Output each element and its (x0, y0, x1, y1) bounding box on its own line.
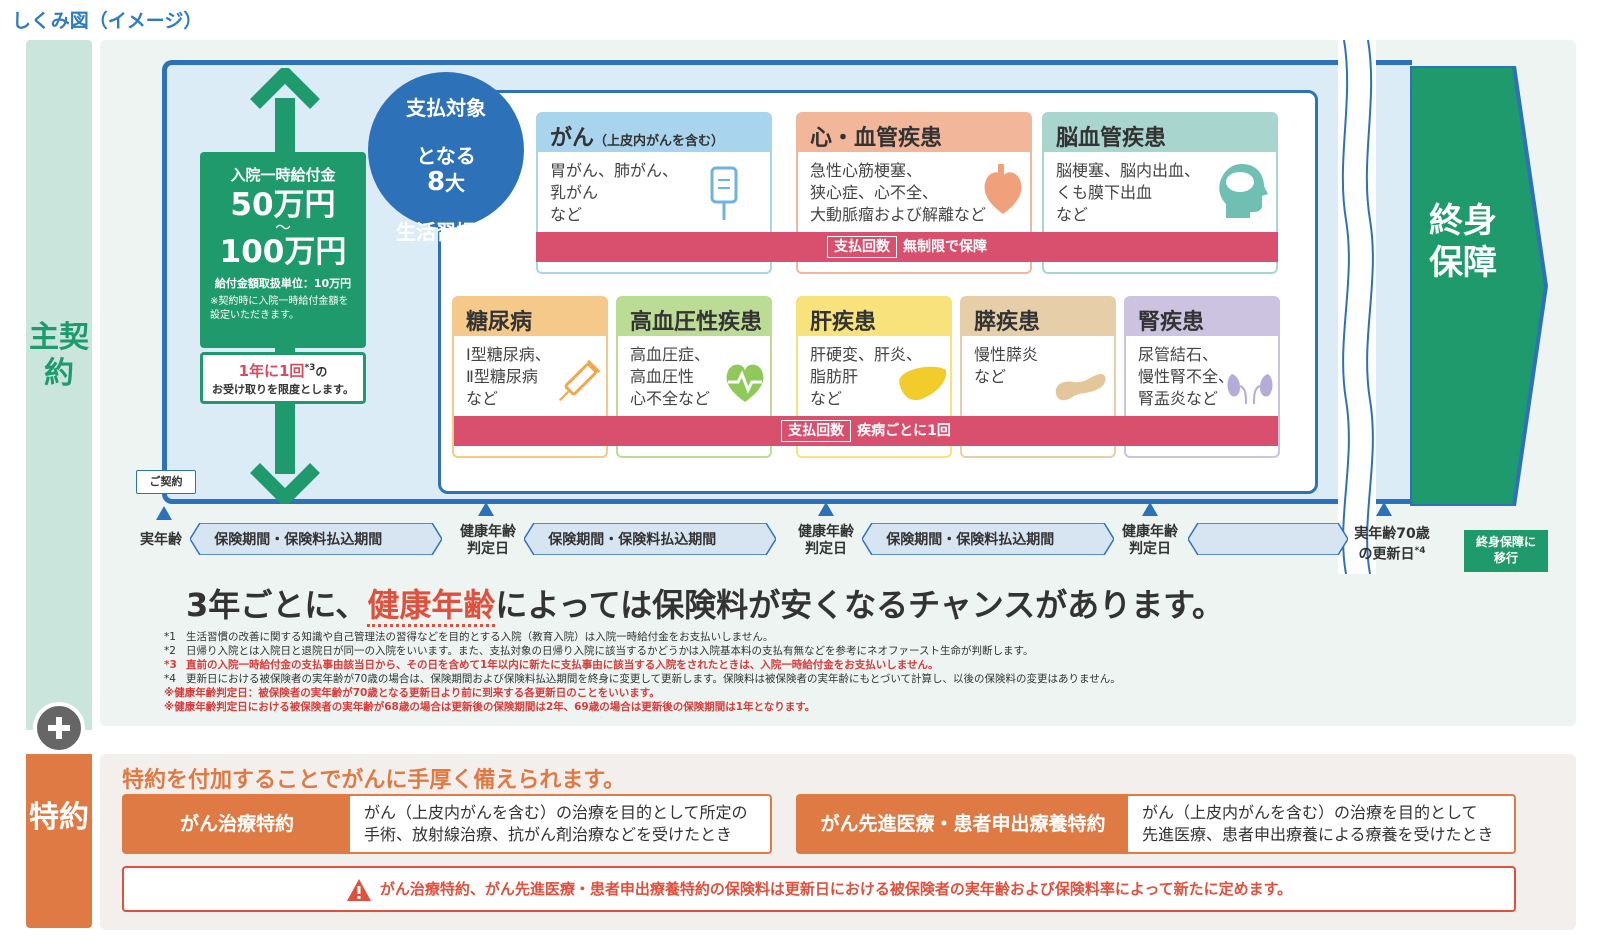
card-liver-body: 肝硬変、肝炎、脂肪肝など (810, 345, 923, 408)
benefit-max: 100万円 (219, 234, 347, 270)
payment-bar-once: 支払回数疾病ごとに1回 (454, 416, 1278, 446)
card-hypertension-title: 高血圧性疾患 (618, 298, 770, 336)
syringe-icon (558, 359, 601, 402)
marker-check-2 (818, 502, 834, 516)
card-diabetes-body: Ⅰ型糖尿病、Ⅱ型糖尿病など (466, 345, 551, 408)
health-age-check-1: 健康年齢判定日 (460, 524, 516, 557)
eight-diseases-circle: 支払対象 となる 8大 生活習慣病 (368, 72, 524, 244)
limit-note: お受け取りを限度とします。 (212, 383, 354, 396)
health-age-check-2: 健康年齢判定日 (798, 524, 854, 557)
rider-cancer-treatment-desc: がん（上皮内がんを含む）の治療を目的として所定の手術、放射線治療、抗がん剤治療な… (364, 803, 748, 844)
card-brain-body: 脳梗塞、脳内出血、くも膜下出血など (1056, 161, 1201, 224)
period-segment-2: 保険期間・保険料払込期間 3年 (524, 523, 776, 555)
main-contract-label: 主契約 (29, 320, 89, 391)
headline-highlight: 健康年齢 (367, 586, 496, 627)
lifetime-arrow (1410, 66, 1549, 506)
move-to-lifetime-box: 終身保障に移行 (1464, 530, 1548, 572)
benefit-label: 入院一時給付金 (230, 166, 336, 184)
pancreas-icon (1055, 374, 1106, 401)
period-segment-1: 保険期間・保険料払込期間 3年 (190, 523, 442, 555)
card-brain-title: 脳血管疾患 (1044, 114, 1276, 152)
rider-advanced-medical-desc: がん（上皮内がんを含む）の治療を目的として先進医療、患者申出療養による療養を受け… (1142, 803, 1494, 844)
plus-icon (33, 702, 85, 754)
period-segment-3: 保険期間・保険料払込期間 3年 (862, 523, 1114, 555)
health-age-check-3: 健康年齢判定日 (1122, 524, 1178, 557)
warning-icon (346, 878, 371, 901)
limit-sup: *3 (304, 363, 316, 373)
main-contract-sidebar (26, 40, 92, 730)
payment-tag-2: 支払回数 (781, 420, 852, 442)
benefit-tilde: ～ (274, 218, 291, 237)
contract-tag: ご契約 (136, 470, 196, 494)
rider-premium-warning: がん治療特約、がん先進医療・患者申出療養特約の保険料は更新日における被保険者の実… (122, 866, 1516, 912)
benefit-min: 50万円 (230, 187, 336, 223)
period-text-2: 保険期間・保険料払込期間 (548, 532, 717, 548)
note-health-age-definition: ※健康年齢判定日：被保険者の実年齢が70歳となる更新日より前に到来する各更新日の… (164, 687, 660, 699)
benefit-unit: 給付金額取扱単位：10万円 (214, 277, 352, 290)
marker-check-1 (478, 502, 494, 516)
rider-label: 特約 (29, 800, 89, 835)
card-diabetes-title: 糖尿病 (454, 298, 606, 336)
iv-bag-icon (710, 166, 738, 220)
timeline-start-label: 実年齢 (140, 532, 182, 548)
card-cancer-title: がん（上皮内がんを含む） (538, 114, 770, 152)
card-pancreas-body: 慢性膵炎など (974, 345, 1039, 386)
note-health-age-period: ※健康年齢判定日における被保険者の実年齢が68歳の場合は更新後の保険期間は2年、… (164, 701, 816, 713)
card-hypertension-body: 高血圧症、高血圧性心不全など (630, 345, 711, 408)
receipt-limit-box: 1年に1回*3の お受け取りを限度とします。 (200, 352, 366, 404)
payment-row1: 無制限で保障 (903, 239, 987, 255)
circle-line1: 支払対象 (406, 96, 486, 120)
payment-tag-1: 支払回数 (827, 236, 897, 258)
rider-advanced-medical: がん先進医療・患者申出療養特約 がん（上皮内がんを含む）の治療を目的として先進医… (796, 794, 1516, 854)
liver-icon (899, 366, 947, 401)
period-text-1: 保険期間・保険料払込期間 (214, 532, 383, 548)
lifetime-label: 終身保障 (1429, 201, 1497, 283)
headline: 3年ごとに、健康年齢によっては保険料が安くなるチャンスがあります。 (186, 580, 1224, 627)
benefit-amount-box: 入院一時給付金 50万円 ～ 100万円 給付金額取扱単位：10万円 ※契約時に… (200, 152, 366, 348)
limit-text: 1年に1回 (238, 362, 305, 380)
kidney-icon (1227, 374, 1273, 405)
period-text-3: 保険期間・保険料払込期間 (886, 532, 1055, 548)
card-kidney-body: 尿管結石、慢性腎不全、腎盂炎など (1138, 345, 1235, 408)
rider-title: 特約を付加することでがんに手厚く備えられます。 (122, 768, 626, 793)
marker-renew-70 (1376, 502, 1392, 516)
limit-tail: の (315, 365, 328, 379)
card-liver-title: 肝疾患 (798, 298, 950, 336)
card-kidney-title: 腎疾患 (1126, 298, 1278, 336)
circle-line4: 生活習慣病 (396, 220, 496, 244)
card-heart-title: 心・血管疾患 (798, 114, 1030, 152)
heartbeat-icon (726, 364, 764, 402)
page-title: しくみ図（イメージ） (12, 10, 203, 32)
circle-line2: となる (416, 144, 476, 168)
rider-cancer-treatment-name: がん治療特約 (124, 796, 350, 852)
heart-icon (984, 164, 1022, 214)
rider-sidebar (26, 754, 92, 928)
card-cancer-body: 胃がん、肺がん、乳がんなど (550, 161, 679, 224)
card-heart-body: 急性心筋梗塞、狭心症、心不全、大動脈瘤および解離など (810, 161, 987, 224)
marker-check-3 (1142, 502, 1158, 516)
brain-head-icon (1219, 164, 1268, 218)
circle-line3: 大 (445, 171, 466, 195)
period-segment-4 (1188, 523, 1348, 555)
card-pancreas-title: 膵疾患 (962, 298, 1114, 336)
payment-row2: 疾病ごとに1回 (857, 423, 951, 439)
rider-cancer-treatment: がん治療特約 がん（上皮内がんを含む）の治療を目的として所定の手術、放射線治療、… (122, 794, 772, 854)
warning-text: がん治療特約、がん先進医療・患者申出療養特約の保険料は更新日における被保険者の実… (379, 880, 1293, 898)
renewal-70-label: 実年齢70歳の更新日*4 (1354, 526, 1430, 563)
benefit-note: ※契約時に入院一時給付金額を設定いただきます。 (210, 296, 349, 321)
rider-advanced-medical-name: がん先進医療・患者申出療養特約 (798, 796, 1128, 852)
break-wave-icon (1341, 40, 1374, 574)
circle-num: 8 (426, 167, 446, 197)
marker-contract (156, 506, 172, 520)
payment-bar-unlimited: 支払回数無制限で保障 (536, 232, 1278, 262)
